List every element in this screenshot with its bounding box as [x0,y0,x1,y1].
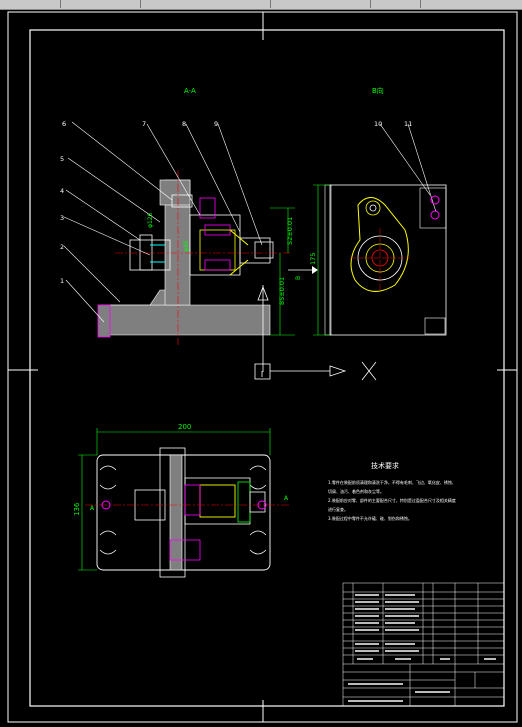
part-balloons [63,121,437,323]
cad-toolbar-strip [0,0,522,10]
tech-note-line: 1.零件在装配前须清理和清洗干净，不得有毛刺、飞边、氧化皮、锈蚀、 [328,479,456,485]
tech-notes: 技术要求 1.零件在装配前须清理和清洗干净，不得有毛刺、飞边、氧化皮、锈蚀、 切… [328,461,456,521]
dim-vertical-2: 85±0.01 [278,277,286,305]
side-view: 175 [309,184,447,336]
svg-text:B: B [295,276,302,280]
section-view: φ126 φ45 [97,170,290,345]
dim-height-side: 175 [309,253,317,265]
view-arrow-b: B [288,266,318,280]
dim-diameter-b: φ45 [183,240,190,252]
tech-note-line: 3.装配过程中零件不允许磕、碰、划伤和锈蚀。 [328,515,412,521]
balloon-6: 6 [62,120,66,128]
cut-label-right: A [284,495,289,502]
balloon-9: 9 [214,120,218,128]
tech-note-line: 2.装配前应对零、部件的主要配合尺寸，特别是过盈配合尺寸及相关精度 [328,497,456,503]
balloon-8: 8 [182,120,186,128]
dim-height-top: 136 [73,502,81,516]
dim-width-top: 200 [178,423,191,431]
ucs-icon [254,285,377,381]
balloon-5: 5 [60,155,64,163]
section-dimensions: 52±0.01 85±0.01 [270,207,295,336]
parts-list-rows [348,594,496,702]
dim-diameter-a: φ126 [147,212,154,228]
balloon-2: 2 [60,243,64,251]
tech-note-line: 进行复查。 [328,506,348,512]
balloon-11: 11 [404,120,412,128]
toolbar-segment[interactable] [0,0,61,8]
toolbar-segment[interactable] [140,0,271,8]
balloon-10: 10 [374,120,382,128]
section-view-label: A-A [184,87,196,95]
drawing-frame [29,29,505,707]
title-block [342,582,505,707]
tech-note-line: 切屑、油污、着色剂和灰尘等。 [328,488,384,494]
side-view-label: B向 [372,86,384,95]
balloon-1: 1 [60,277,64,285]
toolbar-segment[interactable] [270,0,371,8]
tech-notes-title: 技术要求 [371,461,399,470]
balloon-3: 3 [60,214,64,222]
dim-vertical-1: 52±0.01 [286,217,294,245]
sheet-outer-border [7,11,518,723]
toolbar-segment[interactable] [370,0,421,8]
cut-label-left: A [90,505,95,512]
balloon-7: 7 [142,120,146,128]
top-view: 200 136 A A [73,423,290,578]
toolbar-segment[interactable] [60,0,141,8]
balloon-4: 4 [60,187,64,195]
